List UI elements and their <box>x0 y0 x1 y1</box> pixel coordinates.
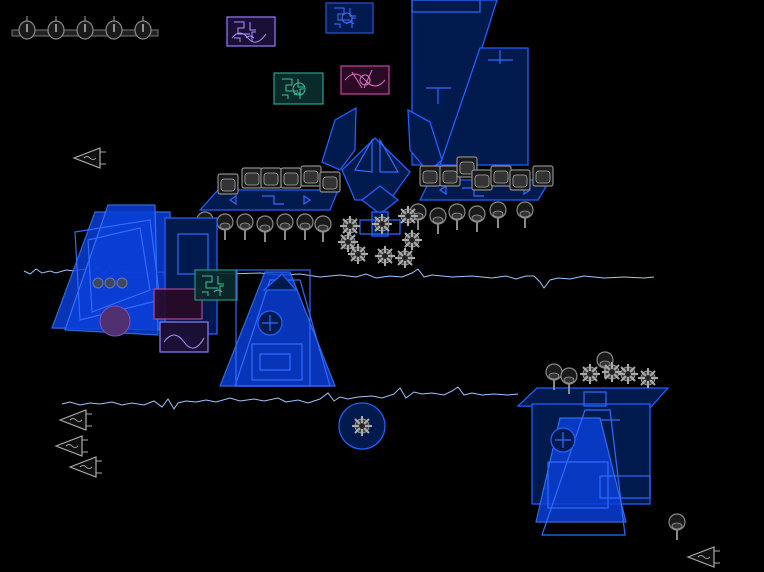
center-tower <box>219 269 336 387</box>
tower-structure <box>411 0 529 166</box>
orb-turret <box>338 402 386 450</box>
circuit-tile-icon <box>325 2 374 34</box>
circuit-tile-icon <box>273 72 324 105</box>
left-fortress <box>51 204 238 353</box>
circuit-tile-icon <box>340 65 390 95</box>
arrowhead-ship-icon <box>687 546 721 568</box>
ground-wave-lower <box>61 386 519 410</box>
right-fortress <box>516 387 670 536</box>
arrowhead-ship-icon <box>55 435 89 457</box>
pod-turret-icon <box>668 513 686 541</box>
circuit-tile-icon <box>226 16 276 47</box>
arrowhead-ship-icon <box>69 456 103 478</box>
arrowhead-ship-icon <box>59 409 93 431</box>
arrowhead-ship-icon <box>73 147 107 169</box>
lives-indicator <box>11 15 159 40</box>
